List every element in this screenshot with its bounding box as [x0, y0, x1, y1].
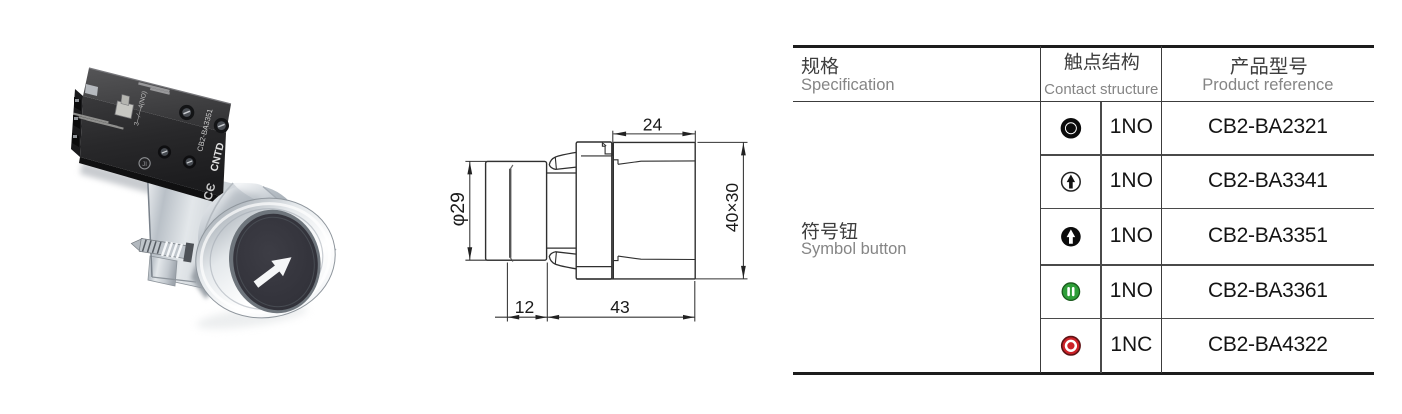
svg-text:JI: JI: [142, 162, 147, 168]
svg-text:24: 24: [643, 114, 663, 134]
svg-text:40×30: 40×30: [722, 183, 742, 232]
svg-text:43: 43: [610, 297, 629, 317]
svg-text:φ29: φ29: [447, 192, 469, 226]
svg-text:CЄ: CЄ: [200, 181, 218, 202]
svg-text:12: 12: [515, 297, 534, 317]
